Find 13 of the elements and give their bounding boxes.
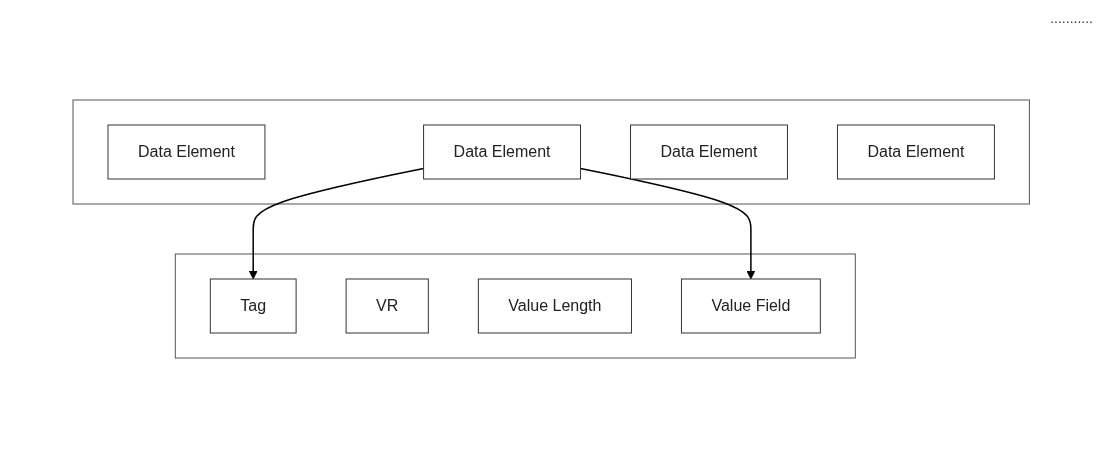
node-box: Data Element: [423, 124, 582, 179]
node-box: Data Element: [837, 124, 996, 179]
node-box: VR: [345, 278, 430, 333]
cluster: [72, 99, 1031, 204]
cluster: [175, 253, 857, 358]
ellipsis-text: ...........: [1050, 10, 1093, 26]
node-box: Value Length: [478, 278, 633, 333]
arrow: [580, 167, 756, 279]
node-box: Data Element: [630, 124, 789, 179]
arrow: [249, 167, 425, 279]
node-box: Value Field: [681, 278, 822, 333]
node-box: Tag: [210, 278, 297, 333]
node-box: Data Element: [107, 124, 266, 179]
